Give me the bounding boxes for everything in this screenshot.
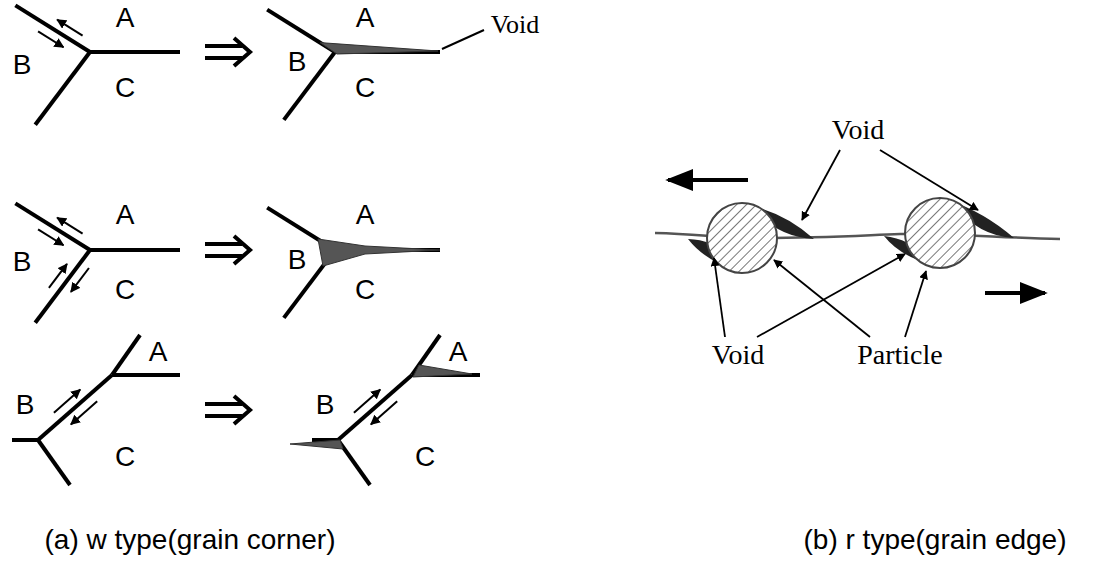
grain-label: B bbox=[16, 391, 35, 419]
leader-line bbox=[442, 30, 484, 49]
grain-label: B bbox=[13, 51, 32, 79]
void bbox=[413, 365, 472, 377]
grain-label: B bbox=[316, 391, 335, 419]
void bbox=[290, 440, 343, 449]
grain-label: A bbox=[116, 4, 135, 32]
shear-arrow bbox=[38, 31, 63, 47]
grain-boundary bbox=[267, 10, 440, 120]
grain-boundary bbox=[312, 335, 480, 485]
implies-arrow bbox=[205, 38, 250, 424]
particle-label: Particle bbox=[857, 341, 943, 369]
shear-arrow bbox=[354, 390, 380, 413]
shear-arrow bbox=[668, 178, 748, 182]
grain-boundary bbox=[10, 0, 180, 125]
grain-label: B bbox=[288, 246, 307, 274]
void bbox=[318, 239, 440, 266]
particle bbox=[905, 198, 975, 268]
caption: (b) r type(grain edge) bbox=[803, 526, 1066, 554]
grain-label: A bbox=[449, 338, 468, 366]
caption: (a) w type(grain corner) bbox=[45, 526, 336, 554]
grain-label: C bbox=[115, 74, 135, 102]
grain-label: B bbox=[288, 48, 307, 76]
grain-label: A bbox=[149, 338, 168, 366]
shear-arrow bbox=[49, 264, 67, 288]
shear-arrow bbox=[371, 401, 397, 424]
leader-line bbox=[714, 150, 978, 337]
shear-arrow bbox=[71, 401, 97, 424]
shear-arrow bbox=[71, 268, 89, 292]
grain-boundary bbox=[10, 195, 180, 329]
shear-arrow bbox=[38, 229, 63, 245]
grain-label: C bbox=[355, 74, 375, 102]
grain-label: A bbox=[116, 201, 135, 229]
shear-arrow bbox=[57, 20, 82, 36]
grain-label: B bbox=[13, 248, 32, 276]
shear-arrow bbox=[57, 218, 82, 234]
grain-boundary bbox=[12, 335, 180, 485]
grain-boundary bbox=[267, 208, 440, 318]
grain-label: C bbox=[415, 443, 435, 471]
grain-label: A bbox=[356, 201, 375, 229]
void bbox=[320, 43, 438, 54]
grain-label: C bbox=[115, 443, 135, 471]
void-label: Void bbox=[832, 116, 884, 144]
void-label: Void bbox=[491, 12, 540, 38]
shear-arrow bbox=[54, 390, 80, 413]
void-label: Void bbox=[712, 341, 764, 369]
shear-arrow bbox=[985, 291, 1045, 295]
grain-label: C bbox=[115, 276, 135, 304]
grain-label: A bbox=[356, 4, 375, 32]
grain-label: C bbox=[355, 276, 375, 304]
particle bbox=[707, 203, 777, 273]
